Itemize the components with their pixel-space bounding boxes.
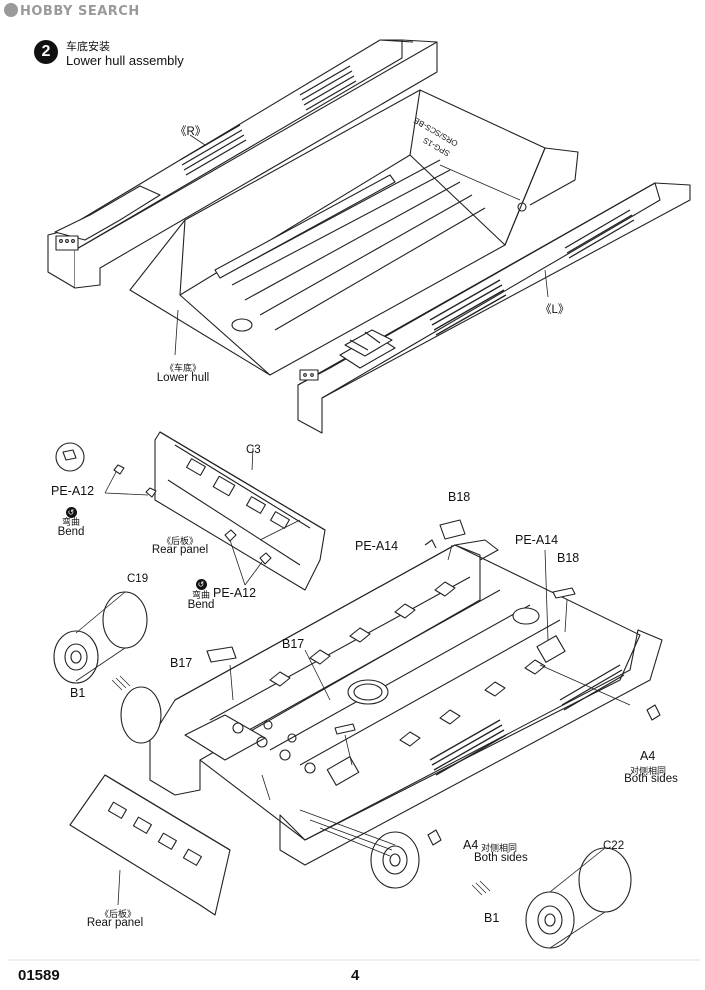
label-a4-mid-en: Both sides: [474, 852, 528, 864]
label-bend-en-2: Bend: [187, 599, 215, 611]
label-lower-hull-en: Lower hull: [156, 372, 210, 384]
label-b18-right: B18: [557, 551, 580, 565]
step-title-en: Lower hull assembly: [66, 53, 184, 68]
bend-icon-right: ↺: [186, 574, 216, 592]
label-rear-panel-cn-1: 《后板》: [161, 537, 198, 547]
label-rear-panel-cn-2: 《后板》: [99, 910, 136, 920]
hull-assembled-drawing: [53, 519, 663, 949]
label-b18-top: B18: [448, 490, 471, 504]
step-title-cn: 车底安装: [66, 40, 110, 53]
label-c22: C22: [603, 840, 625, 852]
label-bend-cn-1: 弯曲: [61, 518, 80, 528]
label-rear-panel-en-1: Rear panel: [151, 544, 209, 556]
label-pe-a14-right: PE-A14: [515, 533, 559, 547]
label-b17-left: B17: [170, 656, 193, 670]
lower-hull-top-drawing: [47, 39, 691, 434]
label-lower-hull-cn: 《车底》: [164, 364, 201, 374]
label-pe-a12-left: PE-A12: [51, 484, 95, 498]
label-side-l: 《L》: [540, 304, 570, 316]
label-a4-mid: A4: [463, 838, 479, 852]
bend-icon-left: ↺: [56, 502, 86, 520]
page-number: 4: [351, 967, 360, 984]
label-b17-mid: B17: [282, 637, 305, 651]
label-rear-panel-en-2: Rear panel: [86, 917, 144, 929]
label-side-r: 《R》: [175, 126, 207, 138]
label-a4-right: A4: [640, 749, 656, 763]
label-a4-mid-cn: 对侧相同: [481, 844, 518, 854]
watermark: HOBBY SEARCH: [4, 3, 140, 19]
label-a4-right-en: Both sides: [624, 773, 678, 785]
watermark-logo-icon: [4, 3, 18, 17]
label-a4-right-cn: 对侧相同: [629, 767, 666, 777]
label-b1-left: B1: [70, 686, 86, 700]
label-b1-bottom: B1: [484, 911, 500, 925]
label-c3: C3: [246, 444, 261, 456]
step-number-badge: 2: [34, 40, 58, 64]
label-pe-a14-left: PE-A14: [355, 539, 399, 553]
label-bend-cn-2: 弯曲: [191, 591, 210, 601]
product-number: 01589: [18, 967, 60, 984]
label-c19: C19: [127, 573, 149, 585]
label-bend-en-1: Bend: [57, 526, 85, 538]
rear-panel-c3-drawing: [55, 431, 326, 591]
watermark-text: HOBBY SEARCH: [20, 4, 140, 19]
label-pe-a12-right: PE-A12: [213, 586, 257, 600]
